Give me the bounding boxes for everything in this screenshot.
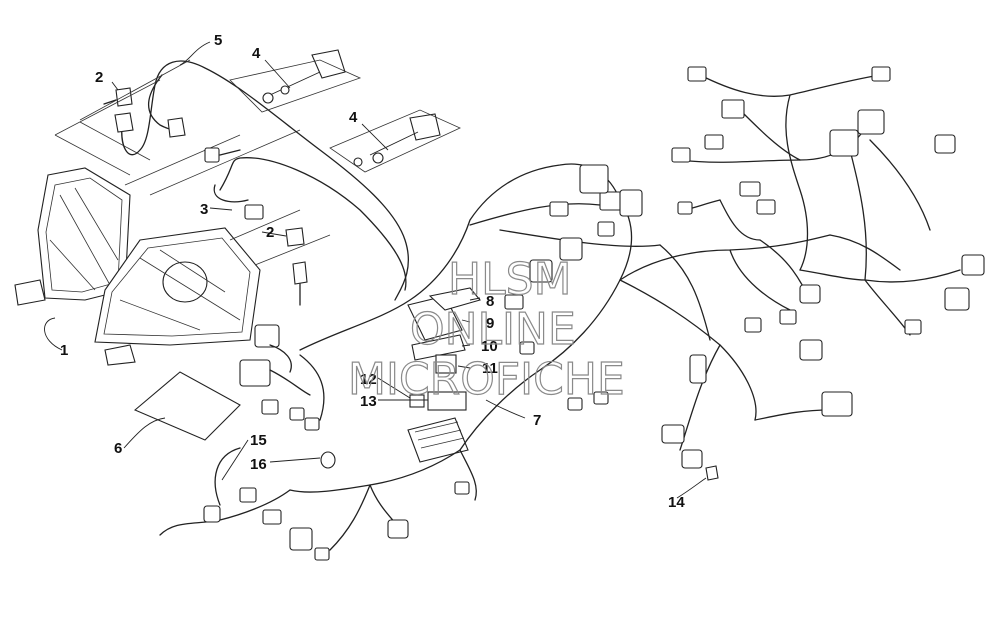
headlight-subharness-lower[interactable] [219,157,407,291]
clamp-16[interactable] [320,451,336,469]
fuse-12-13[interactable] [409,391,467,411]
relay-box[interactable] [407,287,481,341]
connector-cluster[interactable] [504,66,985,469]
callout-8: 8 [486,293,494,310]
headlight-right[interactable] [94,227,261,366]
callout-4-bottom: 4 [349,109,358,126]
callout-4-top: 4 [252,45,261,62]
terminal-14[interactable] [705,465,719,481]
watermark-line3: MICROFICHE [348,354,625,405]
callout-7: 7 [533,412,541,429]
callout-5: 5 [214,32,222,49]
callout-6: 6 [114,440,122,457]
callout-1: 1 [60,342,68,359]
watermark-line1: HLSM [448,254,572,305]
callout-14: 14 [668,494,685,511]
callout-12: 12 [360,371,377,388]
bulb-2-middle[interactable] [285,227,308,306]
callout-10: 10 [481,338,498,355]
callout-11: 11 [482,360,498,377]
watermark-line2: ONLINE [410,304,576,355]
adjuster-knob-4-bottom[interactable] [353,113,441,167]
callout-16: 16 [250,456,267,473]
callout-2-top: 2 [95,69,103,86]
relay-small[interactable] [435,354,457,374]
fuse-block[interactable] [407,417,469,463]
connector-left-lower[interactable] [239,324,325,431]
callout-9: 9 [486,315,494,332]
decal-6[interactable] [133,371,241,441]
fuse-strip[interactable] [411,334,466,361]
bulb-2-top[interactable] [103,87,133,107]
connector-bottom[interactable] [203,481,470,561]
callout-15: 15 [250,432,267,449]
wire-15[interactable] [214,447,241,506]
callout-2-middle: 2 [266,224,274,241]
bulb-socket-3[interactable] [204,147,264,220]
headlight-subharness-5[interactable] [121,60,409,301]
adjuster-knob-4-top[interactable] [262,49,346,104]
headlight-mount-lines [54,121,331,266]
callout-13: 13 [360,393,377,410]
callout-3: 3 [200,201,208,218]
